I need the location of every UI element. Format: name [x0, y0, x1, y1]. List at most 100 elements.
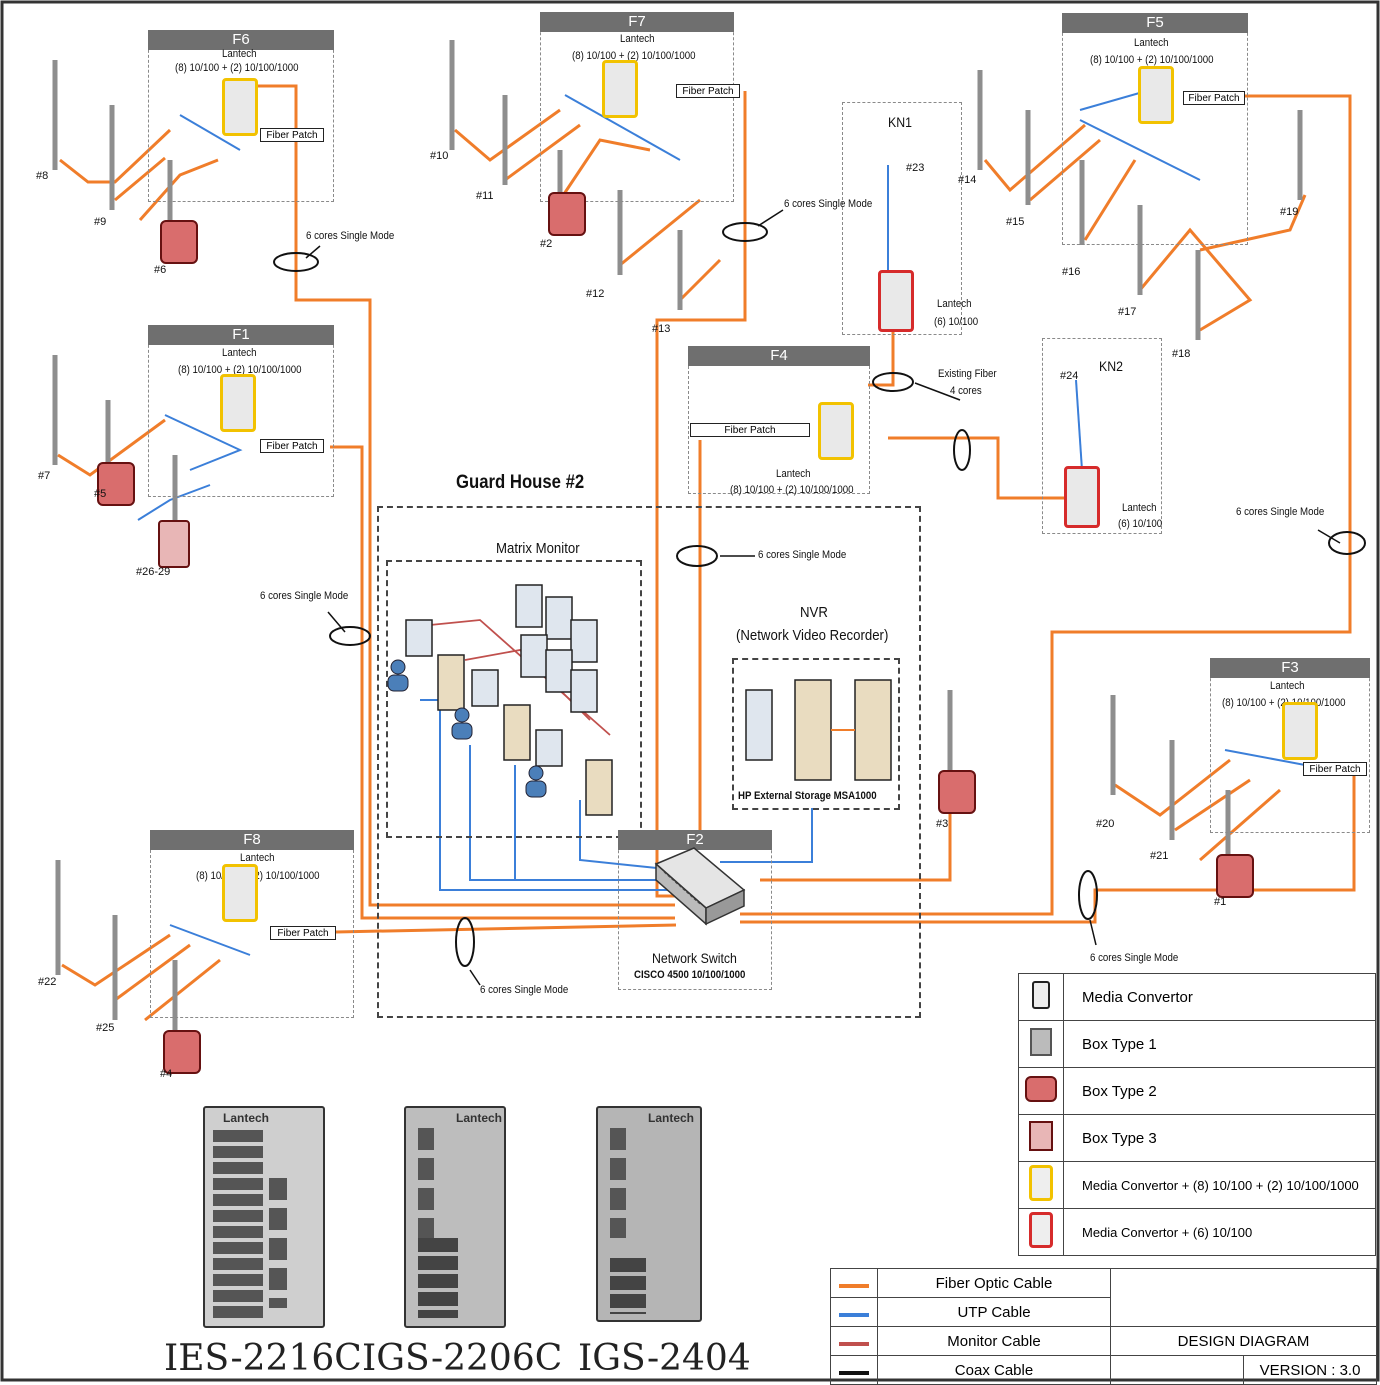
camera-13-label: #13	[652, 323, 670, 335]
rj45-ports-icon	[418, 1238, 458, 1318]
cable-label: UTP Cable	[878, 1298, 1111, 1327]
product-brand: Lantech	[456, 1111, 502, 1125]
box-type-2-icon	[1019, 1068, 1064, 1115]
f6-lantech-convertor-icon	[222, 78, 258, 136]
f5-lantech-convertor-icon	[1138, 66, 1174, 124]
network-switch-icon	[654, 846, 746, 926]
kn1-title: KN1	[888, 114, 912, 130]
product-brand: Lantech	[648, 1111, 694, 1125]
existing-fiber-label-2: 4 cores	[950, 385, 982, 397]
diagram-name: DESIGN DIAGRAM	[1111, 1327, 1377, 1356]
camera-1-label: #1	[1214, 896, 1226, 908]
f4-fiber-patch: Fiber Patch	[690, 423, 810, 437]
nvr-equipment	[740, 670, 900, 785]
cable-label: Monitor Cable	[878, 1327, 1111, 1356]
box-type-2-3	[938, 770, 976, 814]
box-type-3-icon	[1019, 1115, 1064, 1162]
legend-label: Media Convertor + (8) 10/100 + (2) 10/10…	[1064, 1162, 1376, 1209]
f3-fiber-patch: Fiber Patch	[1303, 762, 1367, 776]
f3-lantech-convertor-icon	[1282, 702, 1318, 760]
f6-vendor: Lantech	[222, 48, 256, 60]
cabinet-f5-title: F5	[1062, 13, 1248, 33]
kn1-lantech-convertor-icon	[878, 270, 914, 332]
camera-4-label: #4	[160, 1068, 172, 1080]
legend-table: Media Convertor Box Type 1 Box Type 2 Bo…	[1018, 973, 1376, 1256]
title-block-blank	[1111, 1269, 1377, 1327]
fiber-label-f6: 6 cores Single Mode	[306, 230, 394, 242]
kn1-vendor: Lantech	[937, 298, 971, 310]
product-name-igs-2404: IGS-2404	[578, 1338, 751, 1379]
camera-10-label: #10	[430, 150, 448, 162]
product-igs-2206c: Lantech	[404, 1106, 506, 1328]
f6-ports: (8) 10/100 + (2) 10/100/1000	[175, 62, 299, 74]
f4-lantech-convertor-icon	[818, 402, 854, 460]
camera-25-label: #25	[96, 1022, 114, 1034]
rj45-ports-icon	[610, 1258, 646, 1314]
camera-16-label: #16	[1062, 266, 1080, 278]
camera-6-label: #6	[154, 264, 166, 276]
legend-label: Box Type 2	[1064, 1068, 1376, 1115]
f5-fiber-patch: Fiber Patch	[1183, 91, 1245, 105]
title-block-blank	[1111, 1356, 1244, 1385]
camera-20-label: #20	[1096, 818, 1114, 830]
f5-vendor: Lantech	[1134, 37, 1168, 49]
kn2-ports: (6) 10/100	[1118, 518, 1162, 530]
product-brand: Lantech	[223, 1111, 269, 1125]
fiber-label-f3: 6 cores Single Mode	[1090, 952, 1178, 964]
fiber-label-f1: 6 cores Single Mode	[260, 590, 348, 602]
existing-fiber-label-1: Existing Fiber	[938, 368, 997, 380]
camera-11-label: #11	[476, 190, 494, 202]
cabinet-f4-title: F4	[688, 346, 870, 366]
media-convertor-lantech-6-icon	[1019, 1209, 1064, 1256]
rj45-ports-icon	[213, 1130, 263, 1320]
product-name-ies-2216c: IES-2216C	[164, 1338, 362, 1379]
network-switch-model: CISCO 4500 10/100/1000	[634, 969, 745, 981]
f1-fiber-patch: Fiber Patch	[260, 439, 324, 453]
f4-vendor: Lantech	[776, 468, 810, 480]
nvr-title: NVR	[800, 604, 828, 621]
box-type-2-1	[1216, 854, 1254, 898]
legend-label: Media Convertor + (6) 10/100	[1064, 1209, 1376, 1256]
camera-18-label: #18	[1172, 348, 1190, 360]
camera-7-label: #7	[38, 470, 50, 482]
guard-house-title: Guard House #2	[456, 472, 584, 494]
cable-swatch	[831, 1327, 878, 1356]
f8-fiber-patch: Fiber Patch	[270, 926, 336, 940]
legend-row: Box Type 3	[1019, 1115, 1376, 1162]
diagram-version: VERSION : 3.0	[1244, 1356, 1377, 1385]
f6-fiber-patch: Fiber Patch	[260, 128, 324, 142]
camera-17-label: #17	[1118, 306, 1136, 318]
product-igs-2404: Lantech	[596, 1106, 702, 1322]
f7-vendor: Lantech	[620, 33, 654, 45]
kn2-title: KN2	[1099, 358, 1123, 374]
kn2-vendor: Lantech	[1122, 502, 1156, 514]
f7-lantech-convertor-icon	[602, 60, 638, 118]
matrix-monitor-title: Matrix Monitor	[496, 540, 580, 557]
cable-swatch	[831, 1356, 878, 1385]
f4-ports: (8) 10/100 + (2) 10/100/1000	[730, 484, 854, 496]
f8-lantech-convertor-icon	[222, 864, 258, 922]
legend-row: Media Convertor + (6) 10/100	[1019, 1209, 1376, 1256]
camera-26-29-label: #26-29	[136, 566, 170, 578]
camera-12-label: #12	[586, 288, 604, 300]
camera-22-label: #22	[38, 976, 56, 988]
box-type-1-icon	[1019, 1021, 1064, 1068]
matrix-monitor-equipment	[386, 575, 646, 825]
media-convertor-icon	[1019, 974, 1064, 1021]
legend-row: Media Convertor + (8) 10/100 + (2) 10/10…	[1019, 1162, 1376, 1209]
storage-label: HP External Storage MSA1000	[738, 790, 877, 802]
f5-ports: (8) 10/100 + (2) 10/100/1000	[1090, 54, 1214, 66]
cabinet-f8-title: F8	[150, 830, 354, 850]
cable-swatch	[831, 1298, 878, 1327]
camera-21-label: #21	[1150, 850, 1168, 862]
fiber-label-f7: 6 cores Single Mode	[784, 198, 872, 210]
product-ies-2216c: Lantech	[203, 1106, 325, 1328]
cabinet-f3-title: F3	[1210, 658, 1370, 678]
media-convertor-lantech-10-icon	[1019, 1162, 1064, 1209]
nvr-subtitle: (Network Video Recorder)	[736, 627, 888, 644]
f3-vendor: Lantech	[1270, 680, 1304, 692]
cabinet-f7-title: F7	[540, 12, 734, 32]
f1-lantech-convertor-icon	[220, 374, 256, 432]
cabinet-f6-title: F6	[148, 30, 334, 50]
